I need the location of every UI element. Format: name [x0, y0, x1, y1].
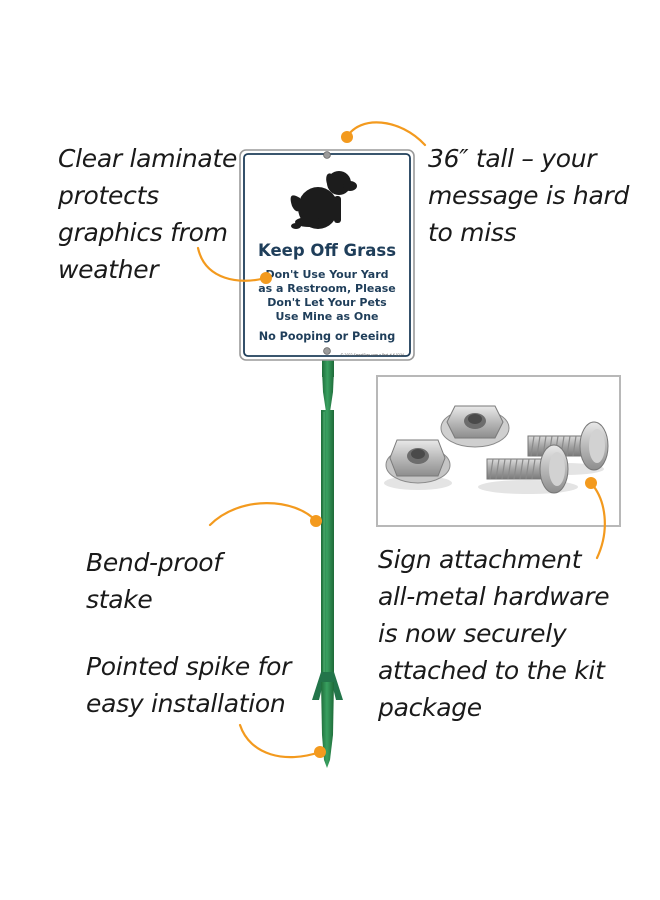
- flange-nut-icon: [385, 439, 451, 484]
- hardware-callout-dot: [585, 477, 597, 489]
- hardware-photo: [376, 375, 621, 527]
- spike-callout-dot: [314, 746, 326, 758]
- sign-line-1: Don't Use Your Yard: [265, 268, 388, 281]
- sign-footer: No Pooping or Peeing: [259, 330, 396, 343]
- laminate-callout: Clear laminate protects graphics from we…: [58, 144, 238, 284]
- callout-leaders: [196, 121, 606, 759]
- serrated-nut-icon: [440, 405, 510, 448]
- sign-fine-print: © 2022 SmartSign.com • Part # K-5234: [340, 353, 404, 357]
- top-screw-icon: [323, 151, 331, 159]
- laminate-callout-dot: [260, 272, 272, 284]
- sign-line-4: Use Mine as One: [275, 310, 378, 323]
- spike-callout: Pointed spike for easy installation: [86, 652, 292, 718]
- bolt-icon: [527, 421, 609, 471]
- height-callout: 36″ tall – your message is hard to miss: [428, 144, 630, 247]
- sign: Keep Off Grass Don't Use Your Yard as a …: [239, 149, 415, 361]
- tall-callout-dot: [341, 131, 353, 143]
- stake-callout: Bend-proof stake: [86, 548, 222, 614]
- stake-callout-dot: [310, 515, 322, 527]
- bottom-screw-icon: [323, 347, 331, 355]
- sign-title: Keep Off Grass: [258, 241, 396, 260]
- sign-line-3: Don't Let Your Pets: [267, 296, 387, 309]
- hardware-callout: Sign attachment all-metal hardware is no…: [378, 545, 610, 722]
- dog-pooping-icon: [290, 171, 357, 229]
- callout-dots: [260, 131, 597, 758]
- bolt-icon: [486, 444, 569, 494]
- sign-line-2: as a Restroom, Please: [258, 282, 396, 295]
